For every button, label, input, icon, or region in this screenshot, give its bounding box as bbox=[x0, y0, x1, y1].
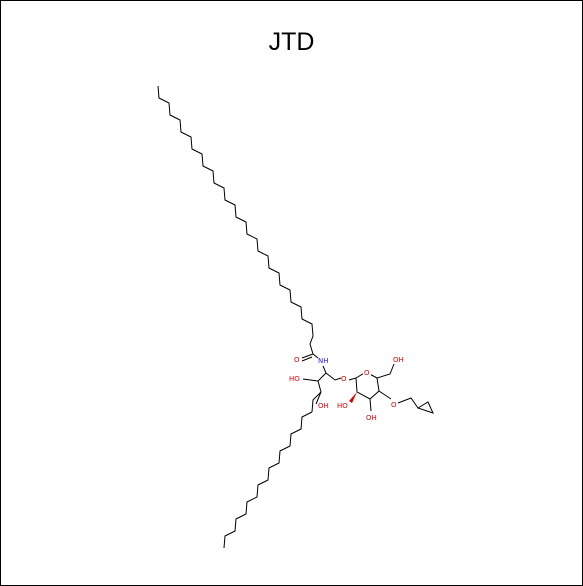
carbonyl-oxygen-label: O bbox=[294, 356, 300, 364]
c4-hydroxyl-label: OH bbox=[318, 402, 329, 410]
c6-hydroxyl-label: OH bbox=[393, 356, 404, 364]
molecule-title: JTD bbox=[268, 28, 315, 56]
glycosidic-oxygen-label: O bbox=[341, 375, 347, 383]
cyclopropyl-ring bbox=[416, 401, 434, 414]
ether-oxygen-label: O bbox=[391, 401, 397, 409]
ring-oxygen-label: O bbox=[364, 369, 370, 377]
c3-prime-hydroxyl-label: OH bbox=[366, 414, 377, 422]
amide-nh-label: NH bbox=[318, 357, 329, 365]
c3-hydroxyl-label: HO bbox=[289, 375, 300, 383]
acyl-chain bbox=[157, 85, 314, 355]
alkyl-tail bbox=[223, 411, 313, 549]
c2-hydroxyl-label: HO bbox=[337, 402, 348, 410]
